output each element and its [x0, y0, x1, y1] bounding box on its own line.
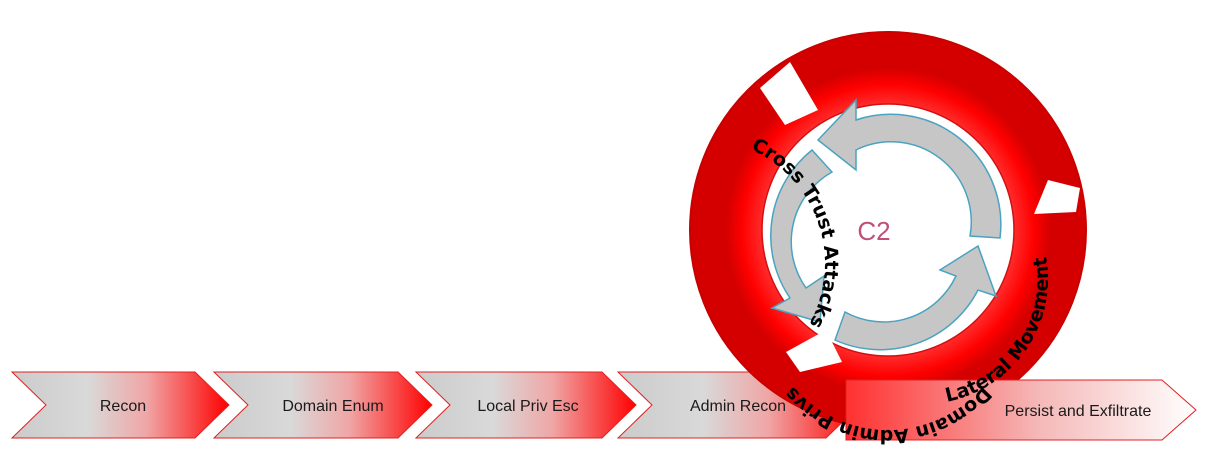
cycle-ring-inner-edge — [761, 103, 1015, 357]
step-persist-exfiltrate-arrow — [845, 379, 1197, 441]
segment-gap-bottom — [786, 330, 842, 372]
step-admin-recon-label: Admin Recon — [690, 398, 786, 415]
inner-arrow-right-icon — [834, 244, 998, 351]
step-persist-exfiltrate-label: Persist and Exfiltrate — [1005, 403, 1152, 420]
step-local-priv-esc-label: Local Priv Esc — [477, 398, 578, 415]
step-recon: Recon — [10, 371, 230, 439]
inner-arrow-top-icon — [816, 98, 1002, 239]
step-recon-label: Recon — [100, 398, 146, 415]
step-domain-enum-chevron — [212, 371, 433, 439]
segment-gap-right — [1034, 180, 1080, 214]
step-local-priv-esc-chevron — [414, 371, 637, 439]
step-local-priv-esc: Local Priv Esc — [414, 371, 637, 439]
kill-chain-steps: Recon Domain Enum Local Priv Esc Admin R… — [10, 371, 861, 439]
step-persist-exfiltrate: Persist and Exfiltrate — [845, 379, 1197, 441]
inner-arrow-left-icon — [770, 148, 834, 323]
step-recon-chevron — [10, 371, 230, 439]
segment-gap-top-left — [760, 62, 818, 125]
c2-inner-arrows — [770, 98, 1002, 351]
step-domain-enum-label: Domain Enum — [282, 398, 383, 415]
step-domain-enum: Domain Enum — [212, 371, 433, 439]
c2-label: C2 — [857, 216, 890, 246]
